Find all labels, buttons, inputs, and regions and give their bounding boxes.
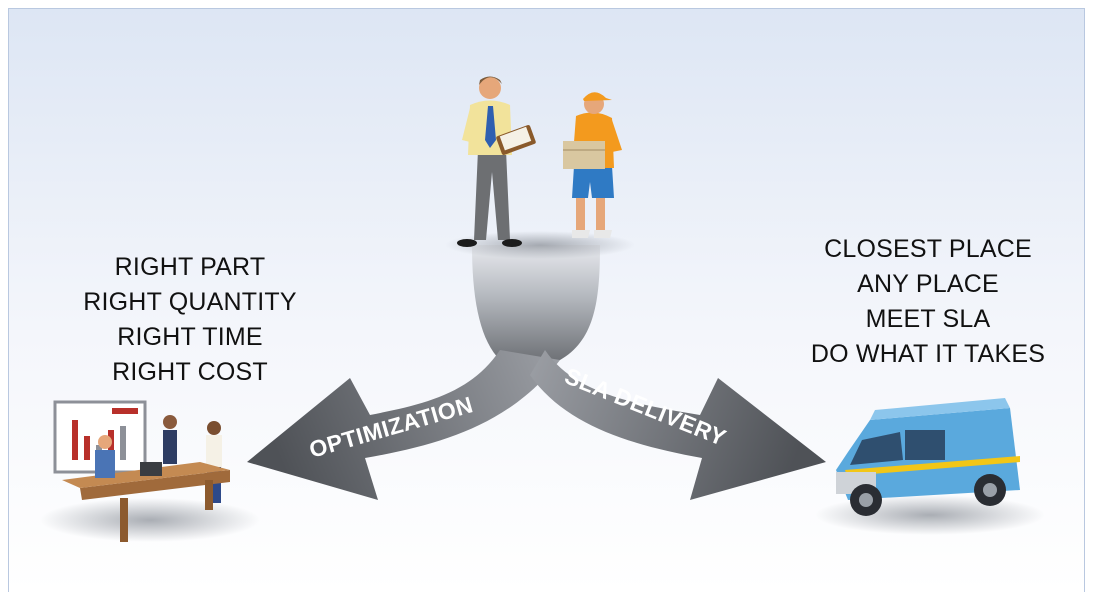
office-meeting-icon <box>40 400 260 542</box>
arrow-stem <box>472 245 600 360</box>
arrow-left-arm <box>247 350 560 500</box>
left-criteria-list: RIGHT PART RIGHT QUANTITY RIGHT TIME RIG… <box>40 250 340 390</box>
left-list-item: RIGHT TIME <box>117 323 263 351</box>
left-list-item: RIGHT QUANTITY <box>83 288 297 316</box>
right-list-item: CLOSEST PLACE <box>824 235 1032 263</box>
delivery-van-icon <box>815 398 1045 535</box>
right-list-item: DO WHAT IT TAKES <box>810 340 1046 368</box>
businessman-and-courier-icon <box>445 76 635 259</box>
right-list-item: MEET SLA <box>865 305 991 333</box>
right-criteria-list: CLOSEST PLACE ANY PLACE MEET SLA DO WHAT… <box>780 232 1076 372</box>
left-list-item: RIGHT PART <box>114 253 266 281</box>
right-list-item: ANY PLACE <box>857 270 999 298</box>
arrow-right-arm <box>530 350 826 500</box>
left-list-item: RIGHT COST <box>112 358 268 386</box>
businessman-figure <box>457 76 536 247</box>
courier-figure <box>563 92 622 238</box>
